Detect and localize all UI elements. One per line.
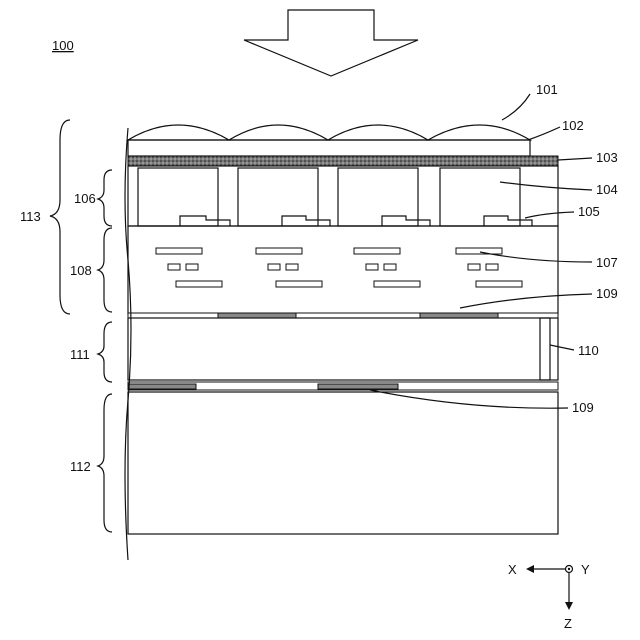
wiring-traces	[156, 248, 522, 287]
microlens-array	[128, 125, 530, 140]
axis-y-label: Y	[581, 562, 590, 577]
axis-x-label: X	[508, 562, 517, 577]
figure-title: 100	[52, 38, 74, 53]
label-105: 105	[578, 204, 600, 219]
label-109-top: 109	[596, 286, 618, 301]
label-101: 101	[536, 82, 558, 97]
label-106: 106	[74, 191, 96, 206]
axis-z-label: Z	[564, 616, 572, 631]
bonding-pads-top	[128, 313, 558, 318]
photodiode-steps	[180, 216, 532, 226]
label-104: 104	[596, 182, 618, 197]
axis-indicator	[526, 565, 573, 610]
light-arrow-icon	[244, 10, 418, 76]
label-110: 110	[578, 343, 599, 358]
via-110	[540, 318, 550, 380]
label-103: 103	[596, 150, 618, 165]
color-filter-layer	[128, 140, 530, 156]
label-113: 113	[20, 209, 41, 224]
layer-111	[128, 318, 558, 380]
label-108: 108	[70, 263, 92, 278]
label-107: 107	[596, 255, 618, 270]
label-111: 111	[70, 347, 90, 362]
layer-106-outline	[128, 166, 558, 226]
label-102: 102	[562, 118, 584, 133]
light-shield-blocks	[138, 168, 520, 226]
bonding-pads-bottom	[128, 382, 558, 390]
label-109-bottom: 109	[572, 400, 594, 415]
label-112: 112	[70, 459, 91, 474]
planarizing-band	[128, 156, 558, 166]
layer-112	[128, 392, 558, 534]
